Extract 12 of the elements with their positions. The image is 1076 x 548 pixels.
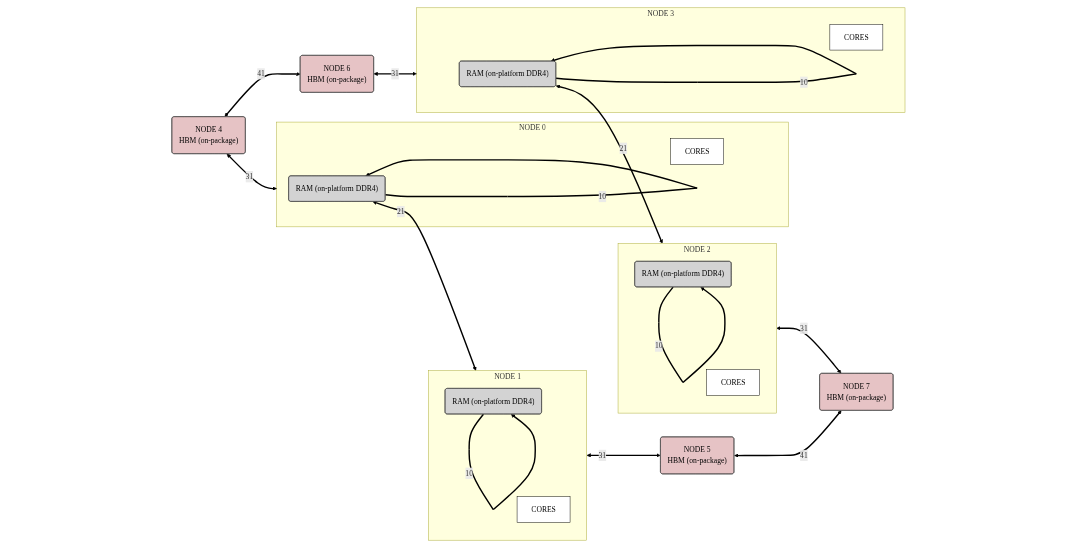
arrow xyxy=(468,413,536,511)
arrow xyxy=(586,453,661,458)
arrow xyxy=(365,159,698,198)
arrow xyxy=(550,44,857,83)
arrow xyxy=(226,153,277,191)
arrow xyxy=(224,71,301,117)
arrow xyxy=(733,410,842,458)
arrow xyxy=(657,286,726,384)
arrow xyxy=(373,71,417,76)
arrow xyxy=(372,200,477,371)
arrow xyxy=(775,326,841,374)
arrow xyxy=(555,84,663,244)
